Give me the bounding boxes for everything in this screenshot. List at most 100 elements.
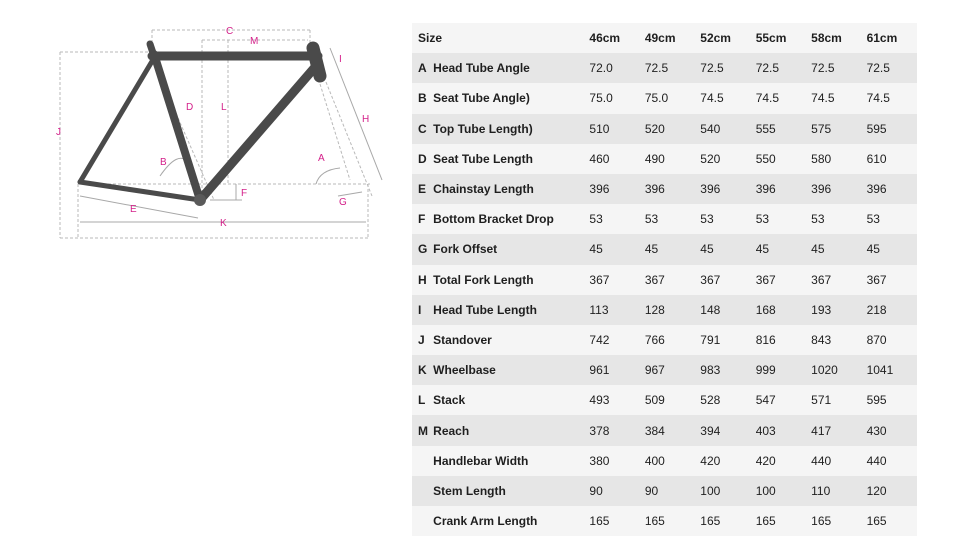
row-value: 72.5	[755, 61, 780, 76]
row-measure-name: Reach	[433, 423, 470, 438]
row-value: 403	[755, 423, 776, 438]
row-value: 74.5	[755, 91, 780, 106]
row-value: 72.5	[644, 61, 669, 76]
row-value: 396	[755, 182, 776, 197]
head-tube	[306, 41, 327, 83]
seat-post	[146, 40, 158, 60]
label-b: B	[160, 157, 167, 168]
bike-frame	[77, 40, 327, 206]
row-measure-name: Stem Length	[433, 483, 506, 498]
row-value: 367	[700, 272, 721, 287]
table-header-row: Size 46cm 49cm 52cm 55cm 58cm 61cm	[412, 23, 917, 54]
row-value: 816	[755, 332, 776, 347]
row-value: 165	[866, 514, 887, 529]
row-value: 53	[589, 212, 603, 227]
seat-tube	[150, 50, 204, 204]
row-value: 983	[700, 363, 721, 378]
seat-stay	[77, 55, 157, 185]
row-measure-name: Bottom Bracket Drop	[433, 212, 554, 227]
row-key	[412, 476, 433, 506]
row-value: 120	[866, 483, 887, 498]
size-col-header: 52cm	[700, 31, 731, 46]
row-measure-name: Seat Tube Length	[433, 151, 533, 166]
row-key: J	[418, 332, 425, 347]
row-key: G	[418, 242, 428, 257]
row-value: 128	[644, 302, 665, 317]
row-value: 550	[755, 151, 776, 166]
row-key	[412, 506, 433, 536]
down-tube	[195, 61, 321, 205]
label-e: E	[130, 204, 137, 215]
row-value: 113	[589, 302, 609, 317]
row-value: 45	[700, 242, 714, 257]
row-value: 218	[866, 302, 887, 317]
row-key	[412, 446, 433, 476]
row-value: 394	[700, 423, 721, 438]
row-value: 72.5	[700, 61, 724, 76]
bottom-bracket	[194, 194, 206, 206]
row-value: 999	[755, 363, 776, 378]
dimension-labels: C M I J D L H B A F G E K	[56, 26, 369, 229]
row-value: 440	[811, 453, 832, 468]
row-key: E	[418, 182, 427, 197]
row-value: 420	[700, 453, 721, 468]
row-key: D	[418, 151, 427, 166]
row-value: 510	[589, 121, 610, 136]
row-value: 520	[644, 121, 665, 136]
row-value: 100	[755, 483, 776, 498]
size-header: Size	[418, 31, 443, 46]
row-value: 843	[811, 332, 832, 347]
row-key: H	[418, 272, 427, 287]
row-value: 53	[644, 212, 659, 227]
row-value: 870	[866, 332, 887, 347]
row-value: 396	[644, 182, 665, 197]
row-value: 791	[700, 332, 721, 347]
row-value: 742	[589, 332, 610, 347]
row-measure-name: Total Fork Length	[433, 272, 534, 287]
row-value: 165	[589, 514, 610, 529]
size-col-header: 55cm	[755, 31, 787, 46]
label-a: A	[318, 153, 325, 164]
row-value: 45	[589, 242, 603, 257]
row-value: 396	[700, 182, 721, 197]
row-value: 961	[589, 363, 610, 378]
row-measure-name: Head Tube Angle	[433, 61, 530, 76]
row-value: 460	[589, 151, 610, 166]
dimension-lines	[59, 29, 383, 239]
row-value: 90	[644, 483, 659, 498]
row-value: 74.5	[811, 91, 835, 106]
row-measure-name: Stack	[433, 393, 466, 408]
row-value: 165	[755, 514, 776, 529]
row-value: 547	[755, 393, 776, 408]
row-value: 165	[811, 514, 832, 529]
label-l: L	[221, 102, 227, 113]
row-value: 378	[589, 423, 610, 438]
row-value: 595	[866, 121, 887, 136]
size-col-header: 61cm	[866, 31, 898, 46]
row-value: 53	[866, 212, 880, 227]
row-value: 90	[589, 483, 603, 498]
row-value: 420	[755, 453, 776, 468]
row-value: 440	[866, 453, 887, 468]
row-value: 53	[755, 212, 770, 227]
row-value: 168	[755, 302, 776, 317]
row-value: 148	[700, 302, 721, 317]
row-value: 72.0	[589, 61, 613, 76]
row-value: 520	[700, 151, 721, 166]
row-measure-name: Handlebar Width	[433, 453, 529, 468]
row-value: 193	[811, 302, 832, 317]
row-value: 555	[755, 121, 776, 136]
label-d: D	[186, 102, 193, 113]
